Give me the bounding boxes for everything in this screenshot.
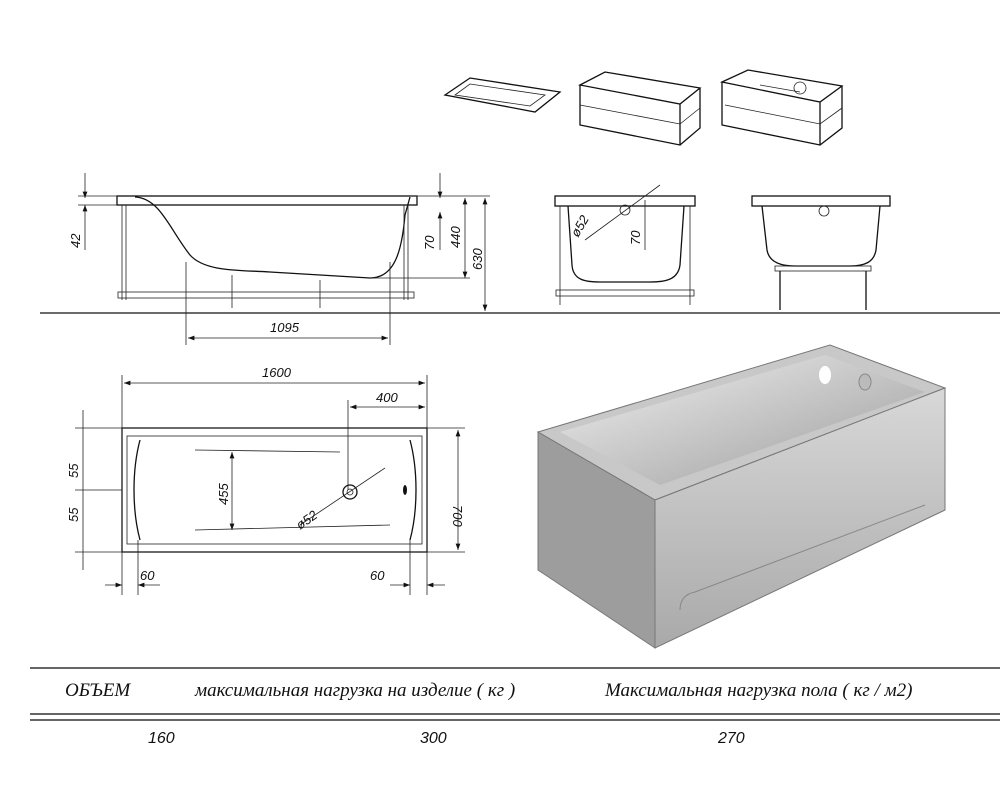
thumbnail-tub-with-frame (578, 71, 702, 146)
dim-diameter-52-side: ø52 (568, 212, 593, 240)
end-view: ø52 70 (554, 184, 696, 305)
table-value-max-load-product: 300 (420, 730, 447, 747)
dim-60-left: 60 (140, 568, 155, 583)
dim-440: 440 (448, 226, 463, 248)
table-value-max-floor-load: 270 (718, 730, 745, 747)
dim-400: 400 (376, 390, 398, 405)
table-rules (30, 667, 1000, 721)
side-view: 42 70 440 630 1095 (68, 173, 490, 345)
dim-55-upper: 55 (66, 463, 81, 478)
table-header-volume: ОБЪЕМ (65, 680, 131, 701)
dim-diameter-52-top: ø52 (293, 507, 321, 533)
dim-700: 700 (450, 505, 465, 527)
front-view (751, 195, 891, 310)
dim-55-lower: 55 (66, 507, 81, 522)
plan-view: ø52 1600 400 455 55 55 700 60 60 (66, 365, 465, 595)
thumbnail-tub-with-panel (719, 69, 844, 146)
dim-60-right: 60 (370, 568, 385, 583)
thumbnail-tub-only (443, 77, 562, 113)
table-header-max-load-product: максимальная нагрузка на изделие ( кг ) (195, 680, 516, 701)
dim-455: 455 (216, 483, 231, 505)
table-value-volume: 160 (148, 730, 175, 747)
table-header-max-floor-load: Максимальная нагрузка пола ( кг / м2) (605, 680, 913, 701)
dim-630: 630 (470, 248, 485, 270)
dim-70-side: 70 (628, 230, 643, 245)
dim-1095: 1095 (270, 320, 300, 335)
dim-70: 70 (422, 235, 437, 250)
bathtub-3d-render (536, 344, 947, 649)
dim-42: 42 (68, 233, 83, 248)
dim-1600: 1600 (262, 365, 292, 380)
